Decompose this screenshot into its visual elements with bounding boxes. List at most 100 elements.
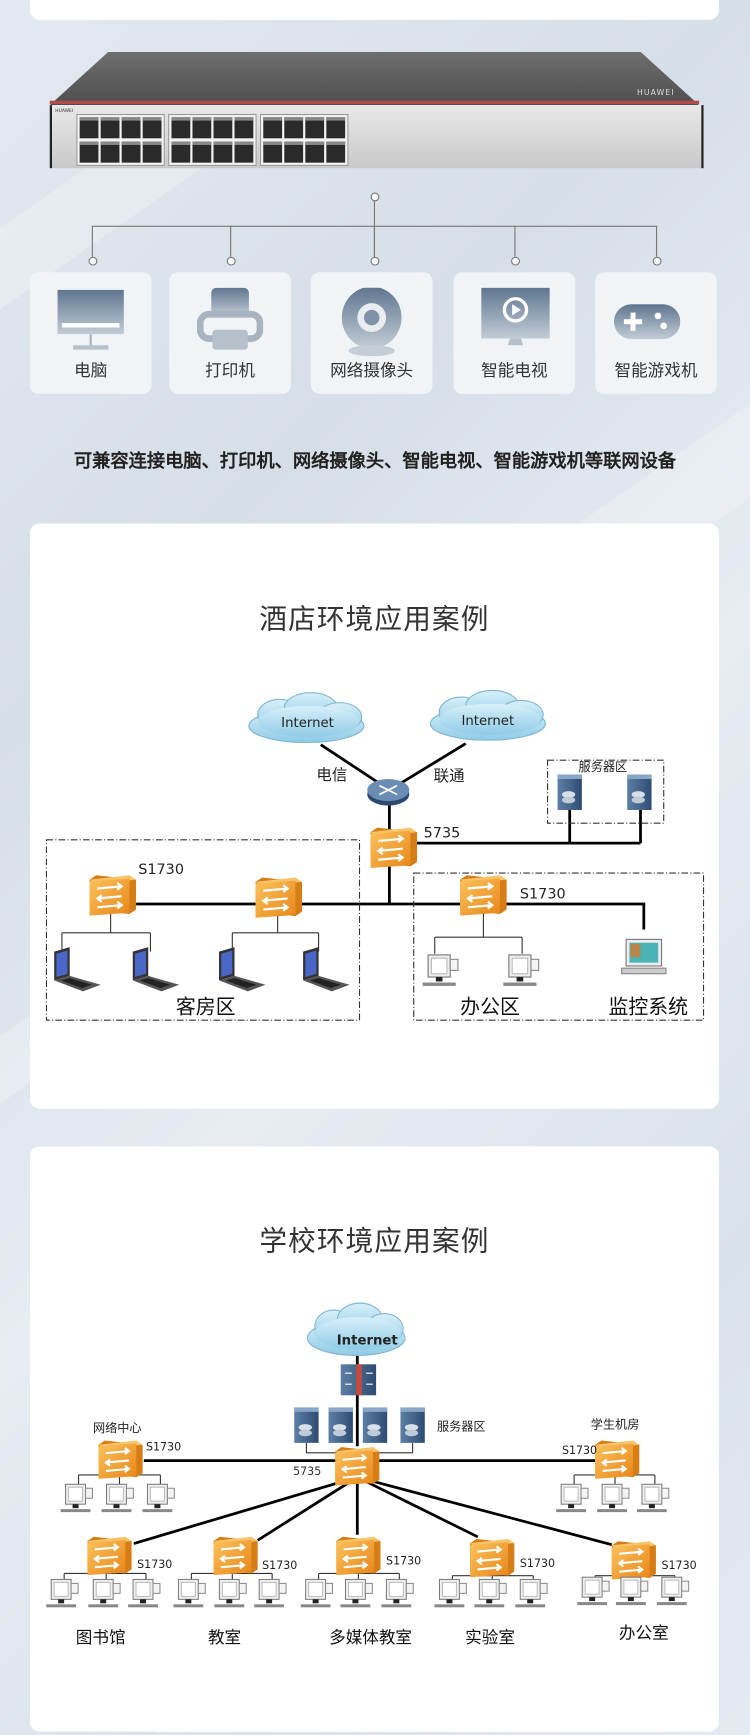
desktop-pc-icon xyxy=(172,1578,206,1608)
server-icon xyxy=(557,774,582,810)
desktop-pc-icon xyxy=(615,1576,649,1606)
smart-tv-icon xyxy=(481,287,550,346)
ethernet-port xyxy=(234,141,254,163)
zone-label: 办公区 xyxy=(460,996,520,1019)
ethernet-port xyxy=(142,141,162,163)
branch-label: 教室 xyxy=(208,1628,241,1647)
webcam-icon xyxy=(341,287,402,357)
access-switch-label: S1730 xyxy=(562,1444,597,1457)
desktop-pc-icon xyxy=(636,1483,670,1513)
ethernet-port xyxy=(263,117,283,139)
access-switch-label: S1730 xyxy=(386,1555,421,1568)
device-card-printer: 打印机 xyxy=(169,272,291,394)
desktop-pc-icon xyxy=(45,1578,79,1608)
desktop-pc-icon xyxy=(576,1576,610,1606)
tree-node xyxy=(88,256,98,266)
device-card-smart-tv: 智能电视 xyxy=(453,272,576,394)
branch-label: 实验室 xyxy=(465,1628,515,1647)
desktop-pc-icon xyxy=(300,1578,334,1608)
access-switch-icon xyxy=(97,1439,144,1480)
server-icon xyxy=(362,1407,388,1443)
school-case-title: 学校环境应用案例 xyxy=(259,1224,490,1257)
branch-label: 图书馆 xyxy=(76,1628,126,1647)
tree-node xyxy=(226,256,236,266)
core-switch-icon xyxy=(369,826,419,870)
internet-label: Internet xyxy=(461,714,514,729)
server-links xyxy=(305,1442,414,1454)
access-switch-icon xyxy=(254,876,304,919)
server-icon xyxy=(400,1407,425,1443)
tree-connector xyxy=(655,225,658,257)
desktop-pc-icon xyxy=(213,1578,247,1608)
access-switch-icon xyxy=(459,874,508,917)
device-card-webcam: 网络摄像头 xyxy=(310,272,433,394)
port-group xyxy=(76,113,165,166)
access-switch-label: S1730 xyxy=(520,886,566,902)
core-switch-label: 5735 xyxy=(293,1465,321,1478)
switch-product-image: HUAWEI HUAWEI xyxy=(49,52,704,169)
desktop-pc-icon xyxy=(473,1578,507,1608)
ethernet-port xyxy=(121,141,141,163)
uplink xyxy=(356,1475,613,1547)
device-label: 智能游戏机 xyxy=(614,360,698,381)
zone-label: 客房区 xyxy=(176,996,236,1019)
uplink xyxy=(133,1475,358,1545)
gamepad-icon xyxy=(613,304,681,340)
ethernet-port xyxy=(79,117,99,139)
ethernet-port xyxy=(263,141,283,163)
tree-node xyxy=(511,256,520,266)
uplink xyxy=(356,1475,479,1539)
access-switch-label: S1730 xyxy=(662,1559,697,1572)
desktop-pc-icon xyxy=(422,954,459,987)
desktop-pc-icon xyxy=(87,1578,121,1608)
laptop-icon xyxy=(303,947,350,992)
core-switch-label: 5735 xyxy=(424,826,461,842)
router-icon xyxy=(366,778,411,807)
ethernet-port xyxy=(121,117,141,139)
access-switch-icon xyxy=(610,1540,657,1581)
desktop-pc-icon xyxy=(656,1576,690,1606)
server-icon xyxy=(627,774,652,810)
server-icon xyxy=(328,1407,353,1443)
device-label: 打印机 xyxy=(205,360,255,381)
laptop-icon xyxy=(132,947,180,992)
access-switch-icon xyxy=(88,874,138,917)
tree-node xyxy=(370,256,380,266)
desktop-pc-icon xyxy=(141,1483,175,1513)
tree-connector xyxy=(91,225,93,257)
desktop-pc-icon xyxy=(127,1578,161,1608)
ethernet-port xyxy=(79,141,99,163)
ethernet-port xyxy=(305,117,325,139)
branch-label: 多媒体教室 xyxy=(329,1628,412,1647)
ethernet-port xyxy=(192,141,212,163)
desktop-pc-icon xyxy=(253,1578,287,1608)
device-label: 网络摄像头 xyxy=(330,360,414,381)
ethernet-port xyxy=(326,141,346,163)
access-switch-label: S1730 xyxy=(137,1558,172,1571)
ethernet-port xyxy=(192,117,212,139)
printer-icon xyxy=(196,287,264,350)
front-brand: HUAWEI xyxy=(55,107,74,113)
tree-node xyxy=(652,256,662,266)
internet-label: Internet xyxy=(281,716,334,731)
desktop-pc-icon xyxy=(596,1483,630,1513)
firewall-icon xyxy=(340,1363,377,1396)
ethernet-port xyxy=(284,141,304,163)
student-lab-label: 学生机房 xyxy=(591,1416,640,1431)
ethernet-port xyxy=(234,117,254,139)
ethernet-port xyxy=(142,117,162,139)
ethernet-port xyxy=(284,117,304,139)
desktop-pc-icon xyxy=(339,1578,373,1608)
drop-links xyxy=(61,912,523,954)
tree-connector xyxy=(373,225,376,257)
monitor-icon xyxy=(57,289,124,350)
device-card-computer: 电脑 xyxy=(29,272,152,394)
desktop-pc-icon xyxy=(380,1578,414,1608)
zone-label: 监控系统 xyxy=(608,996,688,1019)
access-switch-icon xyxy=(594,1439,641,1480)
ethernet-port xyxy=(171,117,191,139)
access-switch-icon xyxy=(212,1535,259,1577)
desktop-pc-icon xyxy=(434,1578,467,1608)
access-switch-label: S1730 xyxy=(262,1559,297,1572)
access-switch-icon xyxy=(86,1535,133,1577)
